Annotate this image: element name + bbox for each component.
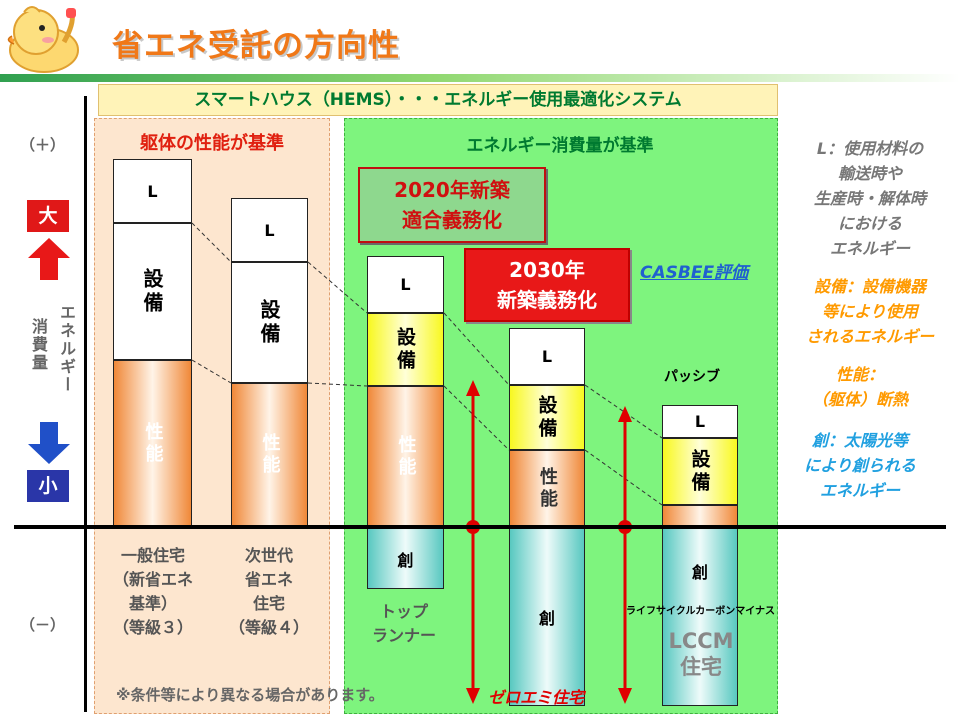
category-toprunner-line-1: トップ [379,602,428,621]
mandate-2030-line-1: 2030年 [509,258,585,282]
col1-L-box: L [113,159,192,223]
category-toprunner: トップ ランナー [356,600,452,648]
legend-gen-line-1: 創：太陽光等 [811,431,908,450]
vertical-axis [84,96,87,712]
category-general-line-1: 一般住宅 [120,546,185,565]
legend-gen-line-2: により創られる [804,456,916,475]
lccm-label: LCCM 住宅 [662,628,740,680]
energy-standard-header: エネルギー消費量が基準 [466,136,654,156]
mandate-2030-box: 2030年 新築義務化 [464,248,630,322]
col5-gen-box: 創 [662,528,738,706]
col4-gen-box: 創 [509,528,585,706]
col3-L-box: L [367,256,444,313]
mascot-logo [7,6,79,73]
energy-label-col1: エネルギー [57,304,76,394]
category-general: 一般住宅 （新省エネ 基準） （等級３） [102,544,204,640]
col1-equip-box: 設備 [113,223,192,360]
col5-equip-box: 設備 [662,438,738,505]
conditions-note: ※条件等により異なる場合があります。 [116,686,384,704]
lccm-line-2: 住宅 [680,655,722,679]
mandate-2020-line-1: 2020年新築 [394,178,510,202]
legend-L-line-3: 生産時・解体時 [813,189,926,208]
mandate-2020-box: 2020年新築 適合義務化 [358,167,546,243]
casbee-label: CASBEE評価 [640,263,749,283]
hems-banner: スマートハウス（HEMS）・・・エネルギー使用最適化システム [98,84,778,116]
category-general-line-4: （等級３） [112,618,193,637]
legend-equip-line-2: 等により使用 [822,302,918,321]
category-nextgen-line-2: 省エネ [244,570,293,589]
category-nextgen-line-4: （等級４） [228,618,309,637]
legend-gen: 創：太陽光等 により創られる エネルギー [782,428,938,503]
baseline [14,525,946,529]
legend-L: L：使用材料の 輸送時や 生産時・解体時 における エネルギー [782,136,958,261]
energy-label-col2: 消費量 [29,318,48,372]
category-nextgen-line-3: 住宅 [252,594,285,613]
col4-equip-box: 設備 [509,385,585,450]
mandate-2030-line-2: 新築義務化 [497,288,597,312]
col5-L-box: L [662,405,738,438]
category-general-line-2: （新省エネ [112,570,193,589]
small-badge: 小 [27,470,69,502]
legend-equip-line-3: されるエネルギー [805,327,934,346]
legend-L-line-1: L：使用材料の [816,139,924,158]
axis-plus-label: （＋） [20,136,66,154]
category-nextgen: 次世代 省エネ 住宅 （等級４） [218,544,320,640]
legend-perf-line-1: 性能： [835,365,884,384]
legend-equip: 設備：設備機器 等により使用 されるエネルギー [782,274,958,349]
col4-L-box: L [509,328,585,385]
col2-equip-box: 設備 [231,262,308,383]
arrow-down-icon [28,422,70,464]
legend-L-line-2: 輸送時や [837,164,902,183]
arrow-up-icon [28,238,70,280]
col5-perf-box [662,505,738,527]
title-underline [0,74,960,82]
col3-perf-box: 性能 [367,386,444,527]
lifecycle-carbon-minus-label: ライフサイクルカーボンマイナス [626,606,775,617]
category-nextgen-line-1: 次世代 [244,546,293,565]
red-arrow-left [466,380,480,704]
page-title: 省エネ受託の方向性 [112,28,400,64]
col3-gen-box: 創 [367,528,444,589]
col4-perf-box: 性能 [509,450,585,527]
category-toprunner-line-2: ランナー [371,626,436,645]
lccm-line-1: LCCM [668,629,734,653]
legend-L-line-5: エネルギー [829,239,910,258]
legend-perf-line-2: （躯体）断熱 [811,390,908,409]
col2-L-box: L [231,198,308,262]
legend-L-line-4: における [837,214,902,233]
legend-equip-line-1: 設備：設備機器 [813,277,926,296]
red-arrow-right [618,406,632,704]
mandate-2020-line-2: 適合義務化 [402,208,502,232]
passive-label: パッシブ [664,369,720,385]
category-general-line-3: 基準） [128,594,177,613]
col3-equip-box: 設備 [367,313,444,386]
axis-minus-label: （－） [20,616,66,634]
legend-gen-line-3: エネルギー [819,481,900,500]
legend-perf: 性能： （躯体）断熱 [782,362,938,412]
col1-perf-box: 性能 [113,360,192,527]
big-badge: 大 [27,200,69,232]
zero-emission-label: ゼロエミ住宅 [488,688,585,707]
envelope-standard-header: 躯体の性能が基準 [140,133,284,154]
col2-perf-box: 性能 [231,383,308,527]
